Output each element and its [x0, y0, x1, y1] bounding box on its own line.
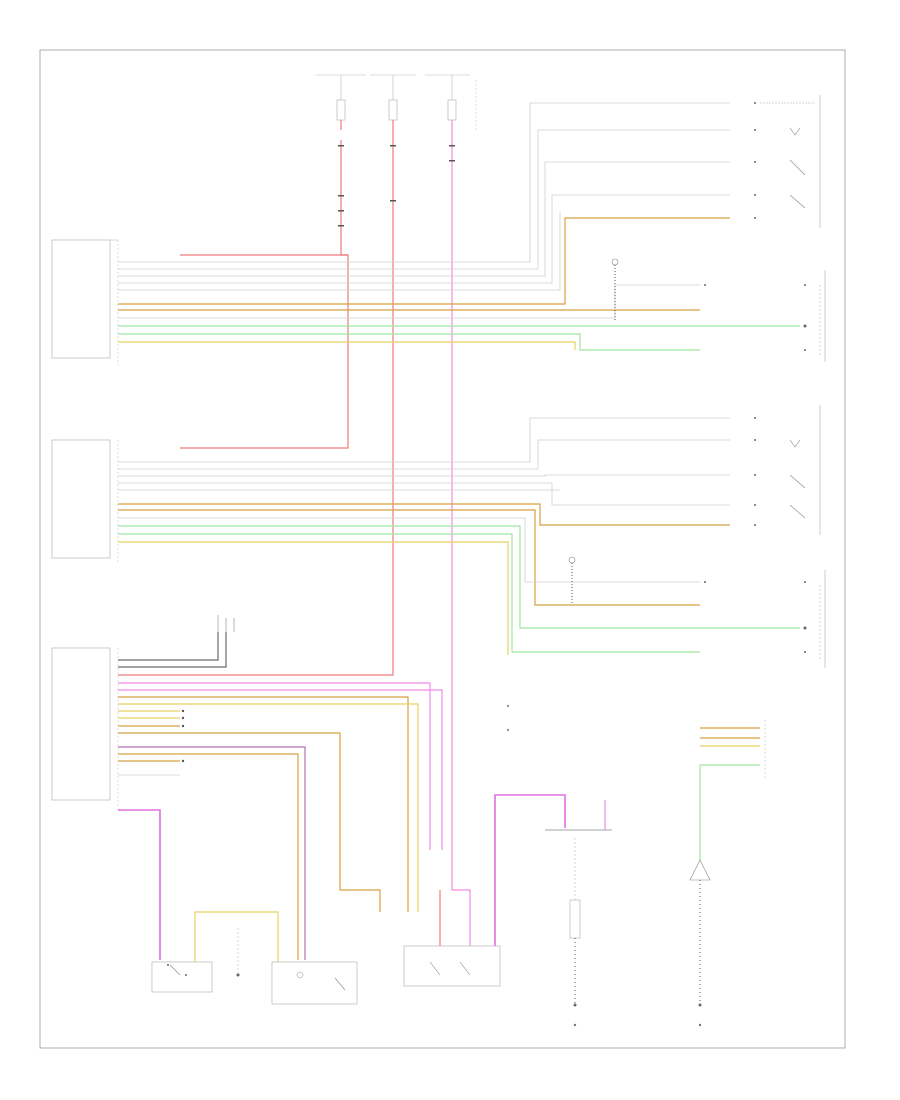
- wire-green-bottom: [699, 764, 760, 860]
- trunk-lock-ground-right: [689, 720, 766, 1007]
- wire-yellow-right-rear: [118, 541, 509, 655]
- wire-yellow-comfort-1: [118, 703, 419, 912]
- ground-symbols: [573, 1023, 702, 1027]
- legend-area: [507, 705, 509, 731]
- fuse-3: [447, 99, 457, 121]
- wire-pink-comfort-2: [118, 689, 443, 850]
- inline-connectors: [338, 145, 455, 227]
- motor-left-rear-window: [611, 258, 826, 362]
- wire-yellow-trunk: [194, 911, 279, 962]
- wire-pink-comfort-1: [118, 682, 431, 850]
- fuse-2: [388, 99, 398, 121]
- wire-orange-right-rear-1: [118, 503, 730, 526]
- wire-green-right-rear-2: [118, 533, 700, 653]
- switch-right-rear-window: [754, 405, 821, 535]
- wire-orange-comfort-1: [118, 696, 409, 912]
- switch-left-rear-window: [754, 95, 821, 228]
- module-comfort-central: [51, 647, 119, 812]
- wire-dark-1: [118, 632, 219, 661]
- wire-orange-comfort-3: [118, 732, 381, 912]
- wire-green-left-rear-2: [118, 333, 700, 351]
- rear-lid-release-motor: [403, 794, 566, 987]
- wire-purple-comfort: [118, 746, 306, 960]
- fuse-relay-right: [545, 800, 612, 1007]
- central-locking-connector: [118, 615, 235, 668]
- trunk-lid-switch: [151, 911, 279, 993]
- rear-lid-lock-unit: [271, 961, 358, 1005]
- wire-orange-right-rear-2: [118, 509, 700, 606]
- wire-yellow-left-rear: [118, 341, 576, 350]
- diagram-border: [39, 49, 846, 1049]
- wire-orange-comfort-4: [118, 753, 299, 960]
- wires-right-rear-gray: [118, 417, 730, 506]
- wire-red-fuse1: [180, 120, 349, 449]
- comfort-pin-dots: [181, 709, 185, 763]
- wire-gray-right-rear-3: [118, 517, 700, 583]
- wire-orange-left-rear-1: [118, 217, 730, 305]
- wire-dark-2: [118, 632, 227, 668]
- wire-magenta-release: [494, 794, 566, 946]
- motor-right-rear-window: [568, 556, 826, 668]
- wire-red-fuse2: [118, 120, 394, 676]
- wires-left-rear-gray: [118, 102, 730, 291]
- module-left-rear: [51, 239, 119, 365]
- wire-pink-release: [451, 840, 471, 946]
- wire-green-right-rear-1: [118, 525, 800, 629]
- wire-magenta-comfort: [118, 809, 161, 960]
- module-right-rear: [51, 439, 119, 562]
- fuse-1: [336, 99, 346, 121]
